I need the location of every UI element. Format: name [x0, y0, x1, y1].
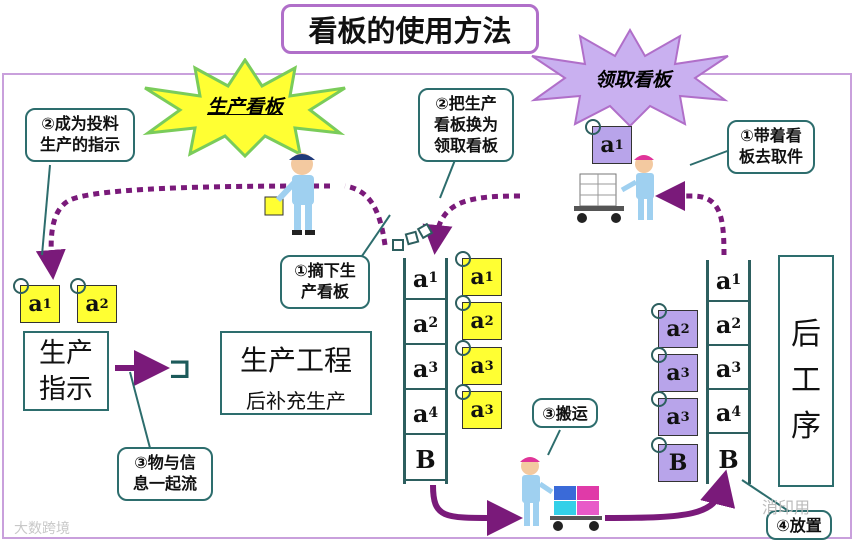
callout-step3-flow: ③物与信 息一起流 — [117, 447, 213, 501]
production-kanban-label: 生产看板 — [206, 96, 283, 118]
cart-worker-icon — [574, 155, 654, 223]
downstream-process-box: 后 工 序 — [778, 255, 834, 487]
watermark-right: 消印用 — [762, 498, 811, 517]
withdrawal-kanban-label: 领取看板 — [594, 69, 671, 91]
production-kanban-loop — [35, 183, 331, 280]
bottom-flow-left — [430, 484, 523, 537]
watermark-left: 大数跨境 — [14, 521, 70, 537]
worker-icon — [275, 153, 315, 235]
callout-step2-left: ②成为投料 生产的指示 — [25, 108, 135, 162]
transfer-symbol: ⊐ — [168, 352, 192, 385]
process-title: 生产工程 — [239, 344, 352, 377]
carrier-worker-icon — [520, 457, 602, 531]
production-instruction-box: 生产 指示 — [23, 331, 109, 411]
callout-step2-mid: ②把生产 看板换为 领取看板 — [418, 88, 514, 162]
callout-step3-carry: ③搬运 — [532, 398, 598, 428]
callout-step1-right: ①带着看 板去取件 — [727, 120, 815, 174]
bottom-flow-right — [604, 469, 736, 521]
production-kanban-burst — [142, 58, 346, 158]
right-rack-slot: B — [718, 444, 739, 474]
diagram-title: 看板的使用方法 — [281, 4, 539, 54]
process-subtitle: 后补充生产 — [246, 389, 346, 413]
callout-step4-place: ④放置 — [766, 510, 832, 540]
production-process-box: 生产工程 后补充生产 — [220, 331, 372, 415]
withdrawal-kanban-loop — [655, 181, 727, 256]
diagram-frame — [2, 73, 852, 539]
mid-rack-slot: B — [406, 439, 445, 481]
callout-step1-mid: ①摘下生 产看板 — [280, 255, 370, 309]
part-block — [264, 196, 284, 216]
right-card-B: B — [651, 437, 698, 482]
